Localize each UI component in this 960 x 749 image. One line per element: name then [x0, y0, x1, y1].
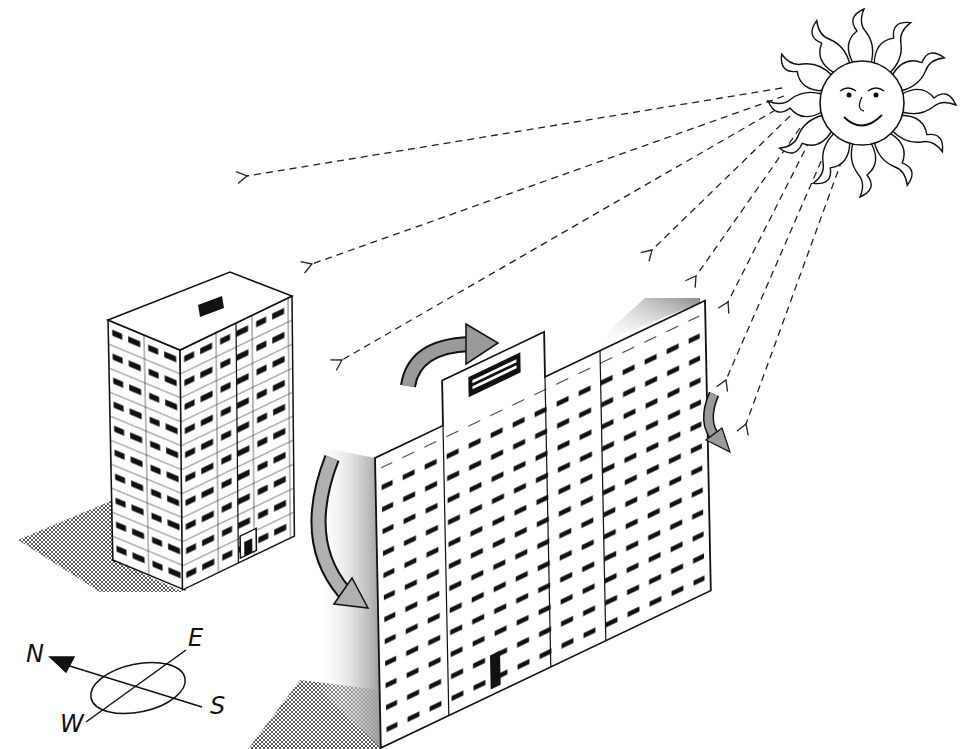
sun-ray	[312, 96, 784, 264]
roof	[108, 272, 292, 350]
sun-ray	[746, 160, 842, 424]
roof-sign	[468, 352, 520, 397]
sun-ray	[728, 140, 810, 302]
compass-letter: N	[26, 642, 44, 666]
sun	[768, 9, 956, 197]
turn-arrows	[319, 324, 730, 608]
left-building	[18, 272, 294, 592]
sun-ray	[247, 88, 782, 176]
roof-sign	[198, 296, 224, 317]
big-building	[248, 256, 711, 749]
compass-letter: S	[210, 694, 225, 718]
compass-letter: W	[60, 712, 84, 736]
sun-ray	[652, 116, 790, 250]
shaded-side	[315, 446, 381, 748]
sun-ray	[342, 104, 786, 360]
entrance	[240, 528, 256, 558]
entrance	[490, 651, 501, 690]
compass-letter: E	[188, 626, 203, 650]
sun-ray	[726, 150, 826, 380]
